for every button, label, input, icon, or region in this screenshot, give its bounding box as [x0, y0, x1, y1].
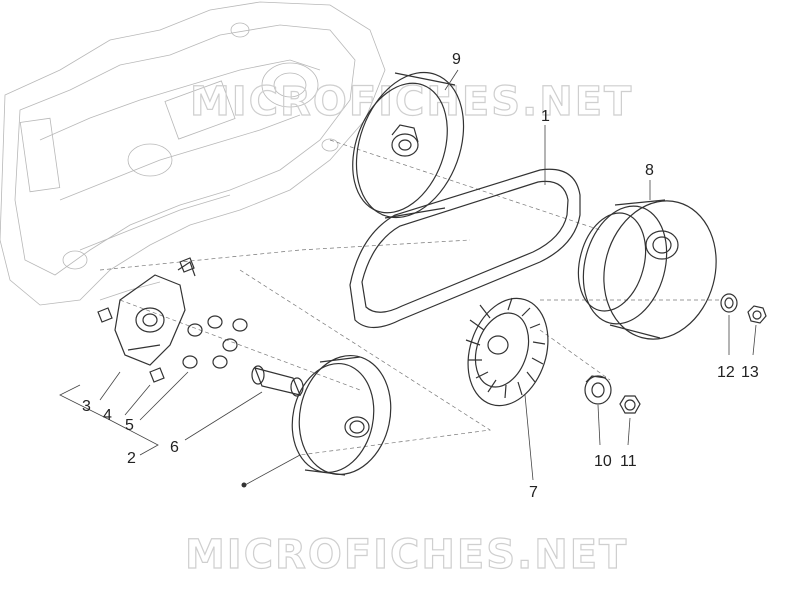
rollers	[182, 315, 248, 369]
callout-8: 8	[645, 162, 654, 179]
callout-5: 5	[125, 417, 134, 434]
drive-hub	[584, 375, 612, 405]
movable-drive-pulley	[291, 354, 392, 476]
callout-3: 3	[82, 398, 91, 415]
callout-11: 11	[620, 453, 637, 470]
callout-12: 12	[717, 364, 735, 381]
clutch-pulley	[577, 199, 717, 340]
watermark-top: MICROFICHES.NET	[190, 79, 633, 125]
callout-1: 1	[541, 108, 550, 125]
callout-7: 7	[529, 484, 538, 501]
leader-lines	[59, 69, 757, 486]
callout-4: 4	[103, 407, 112, 424]
clutch-washer	[720, 293, 738, 313]
callout-2: 2	[127, 450, 136, 467]
reference-dot	[241, 482, 247, 488]
drive-nut	[619, 395, 641, 414]
slider-clips	[97, 257, 195, 383]
driven-pulley-half	[352, 71, 465, 219]
fan-drive-pulley	[465, 297, 549, 407]
clutch-nut	[747, 305, 767, 324]
assembly-dashed-lines	[99, 139, 720, 456]
callout-13: 13	[741, 364, 759, 381]
callout-9: 9	[452, 51, 461, 68]
ramp-plate	[114, 261, 196, 366]
callout-10: 10	[594, 453, 612, 470]
watermark-bottom: MICROFICHES.NET	[185, 532, 628, 578]
engine-case-outline	[0, 1, 386, 306]
drive-belt	[349, 168, 581, 329]
bushing	[251, 365, 304, 397]
callout-6: 6	[170, 439, 179, 456]
